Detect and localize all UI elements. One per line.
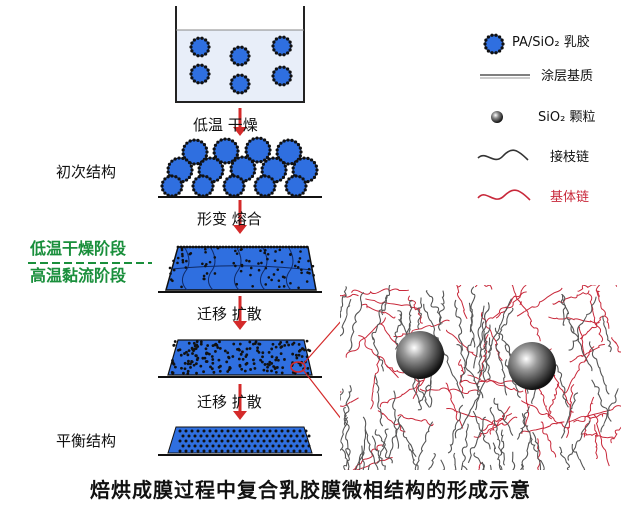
stage-label-equilibrium: 平衡结构 [56, 432, 117, 450]
migrating-film [167, 339, 313, 376]
phase-label-low-temp: 低温干燥阶段 [30, 239, 127, 258]
zoom-line-top [303, 319, 343, 364]
microstructure-zoom [340, 285, 621, 470]
process-migrate-diffuse-1: 迁移 扩散 [197, 305, 262, 323]
process-migrate-diffuse-2: 迁移 扩散 [197, 393, 262, 411]
initial-structure-particles [160, 136, 319, 198]
legend-label-matrix-chain: 基体链 [550, 190, 590, 205]
legend-label-latex: PA/SiO₂ 乳胶 [512, 35, 590, 50]
process-low-temp-drying: 低温 干燥 [193, 116, 258, 134]
stage-label-initial: 初次结构 [56, 163, 117, 181]
zoom-line-bottom [303, 370, 343, 421]
figure-caption: 焙烘成膜过程中复合乳胶膜微相结构的形成示意 [90, 478, 531, 502]
deformed-film [165, 245, 317, 291]
process-deform-fuse: 形变 熔合 [197, 210, 262, 228]
latex-particle-icon [483, 33, 505, 55]
matrix-chain-icon [477, 189, 531, 201]
grafted-chain-icon [477, 149, 529, 161]
legend-label-grafted-chain: 接枝链 [550, 150, 590, 165]
silica-particle-icon [491, 111, 503, 123]
silica-particle-large-left [396, 331, 444, 379]
beaker-latex-particles [189, 35, 293, 95]
phase-label-high-temp: 高温黏流阶段 [30, 266, 127, 285]
silica-particle-large-right [508, 342, 556, 390]
legend-label-matrix: 涂层基质 [541, 69, 594, 84]
legend-icons [477, 33, 531, 201]
process-arrows [233, 108, 247, 420]
equilibrium-film [167, 426, 313, 454]
legend-label-silica: SiO₂ 颗粒 [538, 110, 596, 125]
